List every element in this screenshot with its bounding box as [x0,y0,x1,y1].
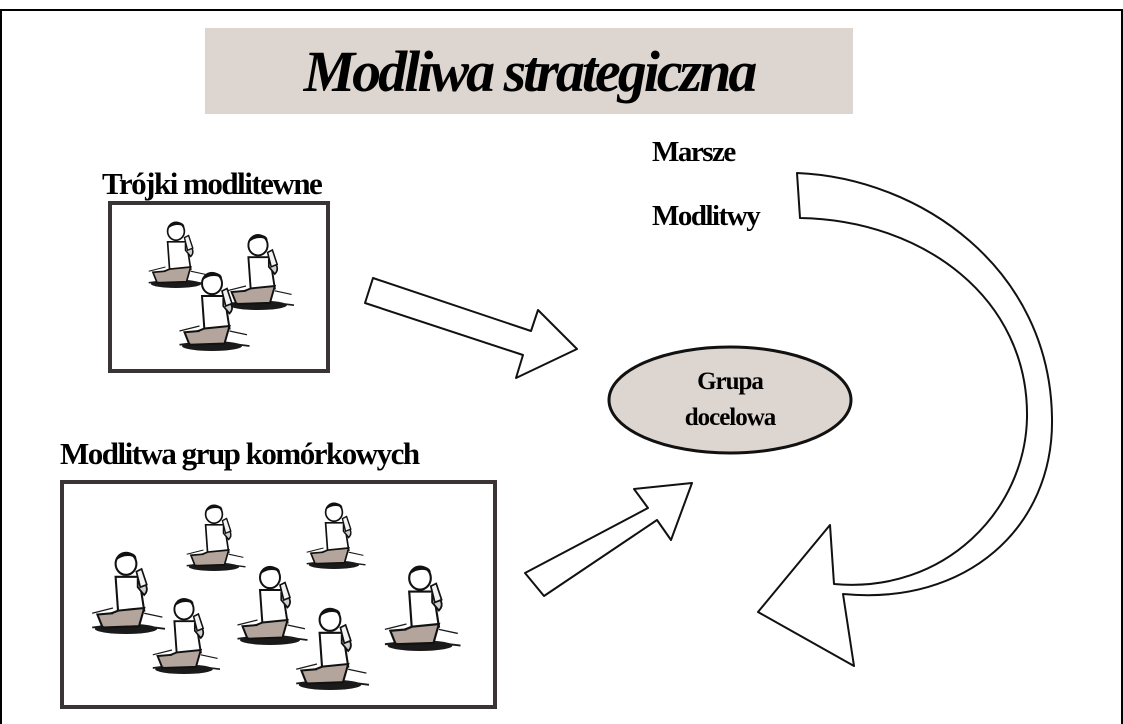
target-group-ellipse [607,345,853,455]
target-group-label: Grupa docelowa [610,352,850,448]
page-title: Modliwa strategiczna [303,38,758,104]
cell-groups-label: Modlitwa grup komórkowych [60,436,420,471]
arrow-right-icon [524,482,693,597]
slide-frame [0,9,1123,724]
praying-person-icon [91,502,462,692]
prayers-label: Modlitwy [652,200,761,232]
target-group-line2: docelowa [684,404,777,431]
target-group-line1: Grupa [697,367,764,395]
triples-label: Trójki modlitewne [102,166,323,201]
title-banner: Modliwa strategiczna [205,28,853,114]
curved-arrow-icon [757,172,1054,667]
marches-label: Marsze [652,136,736,168]
arrow-right-icon [364,277,578,379]
praying-person-icon [147,221,295,352]
